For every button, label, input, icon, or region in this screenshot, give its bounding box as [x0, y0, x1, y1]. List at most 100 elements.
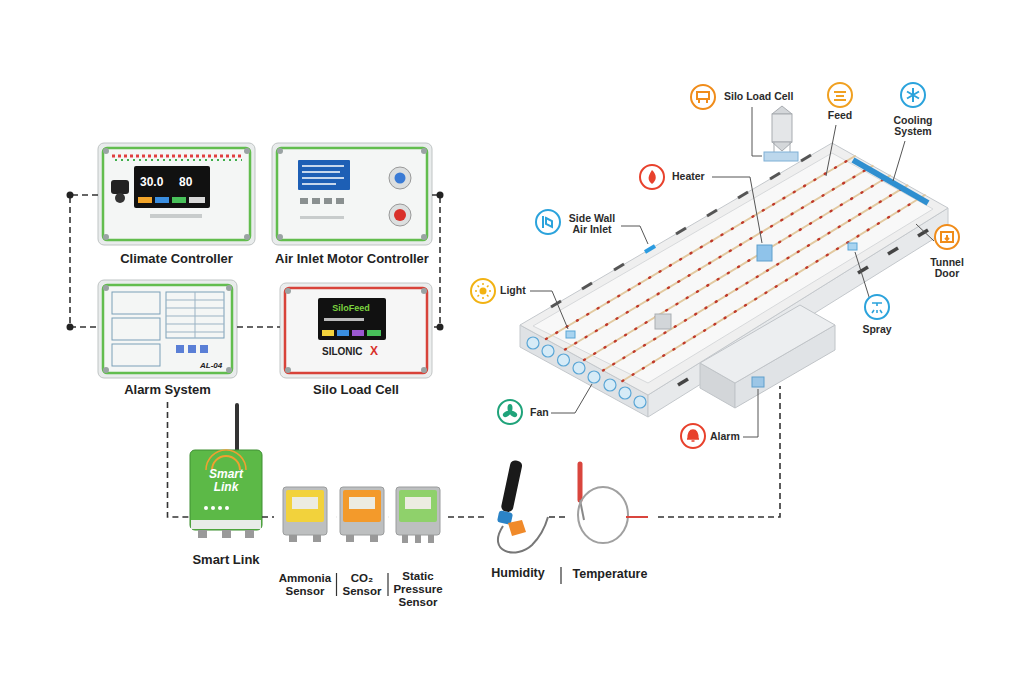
climate-controller-device: [115, 193, 125, 203]
dashed-connector: [237, 326, 280, 328]
callout-label: X: [370, 345, 378, 358]
callout-icons: [640, 165, 664, 189]
smart-link-device: [245, 530, 254, 538]
device-caption: Air Inlet Motor Controller: [275, 252, 429, 267]
climate-controller-device: [103, 148, 109, 154]
callout-icons: [691, 85, 715, 109]
dashed-connector: [262, 516, 274, 518]
back-wall-inlets: [770, 173, 780, 179]
callout-icons: [901, 83, 925, 107]
callout-icons: [681, 424, 705, 448]
alarm-system-device: [103, 367, 109, 373]
smart-link-device: [198, 530, 207, 538]
air-inlet-controller-device: [394, 209, 406, 221]
air-inlet-controller-device: [395, 173, 406, 184]
climate-controller-device: [98, 143, 255, 245]
co2-sensor-device: [346, 535, 354, 542]
back-wall-inlets: [738, 192, 748, 198]
callout-icons: [498, 400, 522, 424]
callout-icons: [502, 410, 511, 418]
smart-link-device: [191, 520, 261, 529]
alarm-system-device: [176, 345, 184, 353]
silo: [764, 106, 798, 161]
back-wall-inlets: [614, 264, 624, 270]
air-inlet-controller-device: [300, 216, 344, 219]
silo-load-cell-device: [421, 288, 427, 294]
silo-load-cell-device: [280, 283, 432, 378]
callout-icons: [509, 410, 518, 418]
leader-lines: [551, 384, 592, 413]
temperature-probe: [626, 516, 648, 518]
alarm-system-device: [195, 292, 196, 338]
climate-controller-device: [134, 166, 210, 208]
climate-controller-device: [98, 143, 255, 245]
callout-icons: [834, 92, 846, 100]
device-node: Silo Load Cell: [280, 283, 432, 400]
alarm-system-device: [103, 285, 232, 373]
callout-label: Tunnel Door: [924, 257, 970, 280]
leader-lines: [826, 125, 836, 176]
device-caption: Static Pressure Sensor: [390, 570, 446, 610]
co2-sensor-device: [343, 490, 381, 522]
static-pressure-sensor-device: [396, 487, 440, 543]
callout-icons: [865, 295, 889, 319]
callout-label: Heater: [672, 171, 705, 182]
tunnel-fans: [527, 337, 539, 349]
climate-controller-device: [112, 155, 242, 158]
alarm-system-device: [188, 345, 196, 353]
static-pressure-sensor-device: [396, 487, 440, 535]
silo: [790, 142, 791, 153]
poultry-house: [533, 153, 933, 383]
callout-label: SILONIC: [322, 347, 363, 358]
callout-icons: [697, 92, 709, 103]
ammonia-sensor-device: [283, 487, 327, 542]
ammonia-sensor-device: [283, 487, 327, 535]
static-pressure-sensor-device: [428, 535, 434, 543]
alarm-system-device: [226, 285, 232, 291]
callout-label: Smart Link: [198, 468, 254, 494]
dashed-connector: [168, 402, 191, 517]
alarm-unit: [752, 377, 764, 387]
device-caption: Humidity: [491, 566, 544, 580]
device-node: Temperature: [569, 462, 651, 583]
temperature-probe: [578, 464, 648, 543]
callout-icons: [935, 225, 959, 249]
callout-label: Alarm: [710, 431, 740, 442]
front-wall-inlets: [888, 248, 898, 254]
silo: [772, 106, 792, 114]
leader-lines: [743, 389, 758, 437]
tunnel-fans: [634, 396, 646, 408]
air-inlet-controller-device: [302, 165, 344, 167]
dashed-connector: [448, 516, 487, 518]
callout-icons: [865, 295, 889, 319]
callout-icons: [498, 400, 522, 424]
ammonia-sensor-device: [292, 497, 318, 509]
climate-controller-device: [155, 197, 169, 203]
static-pressure-sensor-device: [415, 535, 421, 543]
smart-link-device: [204, 506, 208, 510]
device-node: CO₂ Sensor: [336, 487, 388, 600]
callout-icons: [543, 216, 552, 228]
co2-sensor-device: [349, 497, 375, 509]
junction-dot: [67, 324, 74, 331]
device-node: Humidity: [487, 458, 549, 582]
callout-icons: [687, 430, 699, 441]
air-inlet-controller-device: [298, 160, 350, 190]
spray-unit: [848, 243, 857, 250]
silo-load-cell-device: [421, 367, 427, 373]
leader-lines: [916, 224, 934, 241]
alarm-system-device: [112, 318, 160, 340]
callout-icons: [649, 170, 656, 184]
callout-label: Fan: [530, 407, 549, 418]
static-pressure-sensor-device: [405, 497, 431, 509]
alarm-system-device: [112, 292, 160, 314]
ammonia-sensor-device: [289, 535, 297, 542]
alarm-system-device: [98, 280, 237, 378]
callout-label: Cooling System: [882, 115, 944, 138]
cooling-pad: [853, 160, 928, 203]
back-wall-inlets: [551, 301, 561, 307]
air-inlet-controller-device: [421, 234, 427, 240]
climate-controller-device: [103, 148, 250, 240]
tunnel-fans: [527, 337, 646, 408]
callout-label: Light: [500, 285, 526, 296]
